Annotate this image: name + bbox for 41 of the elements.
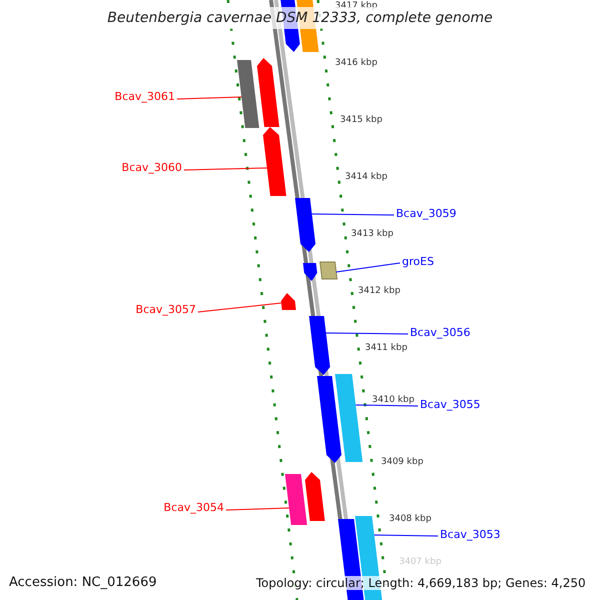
- leader-line: [226, 508, 290, 510]
- gene-feature: [281, 293, 296, 310]
- leader-line: [198, 302, 282, 312]
- gene-feature: [303, 263, 318, 281]
- scale-label: 3416 kbp: [335, 58, 378, 68]
- gene-feature: [305, 472, 325, 521]
- gene-label: Bcav_3060: [122, 161, 182, 175]
- leader-line: [336, 262, 400, 272]
- gene-label: Bcav_3059: [396, 207, 456, 221]
- gene-feature: [295, 198, 316, 252]
- scale-label: 3415 kbp: [340, 115, 382, 125]
- gene-block: [237, 60, 260, 128]
- scale-label: 3411 kbp: [365, 343, 408, 353]
- scale-label: 3412 kbp: [358, 286, 400, 296]
- gene-label: Bcav_3053: [440, 528, 500, 542]
- gene-block: [335, 374, 363, 462]
- scale-label: 3410 kbp: [372, 395, 414, 405]
- scale-label: 3409 kbp: [381, 457, 424, 467]
- scale-label: 3413 kbp: [351, 229, 394, 239]
- gene-feature: [263, 127, 286, 196]
- gene-label: Bcav_3056: [410, 326, 470, 340]
- gene-label: Bcav_3057: [136, 303, 196, 317]
- gene-label: Bcav_3061: [114, 90, 175, 104]
- scale-label: 3408 kbp: [389, 514, 432, 524]
- gene-feature: [317, 376, 342, 463]
- gene-label: Bcav_3054: [164, 501, 224, 515]
- scale-label: 3414 kbp: [345, 172, 388, 182]
- gene-feature: [257, 58, 280, 127]
- leader-line: [176, 96, 242, 100]
- leader-line: [326, 332, 408, 334]
- genome-summary-text: Topology: circular; Length: 4,669,183 bp; Genes: 4,250: [256, 576, 586, 590]
- leader-line: [374, 534, 438, 536]
- leader-line: [311, 214, 394, 216]
- leader-line: [184, 168, 268, 170]
- gene-label: Bcav_3055: [420, 398, 480, 412]
- gene-block: [319, 262, 338, 280]
- gene-block: [285, 474, 308, 525]
- gene-feature: [309, 316, 330, 375]
- gene-label: groES: [402, 255, 434, 269]
- accession-text: Accession: NC_012669: [9, 576, 157, 590]
- leader-line: [355, 404, 418, 406]
